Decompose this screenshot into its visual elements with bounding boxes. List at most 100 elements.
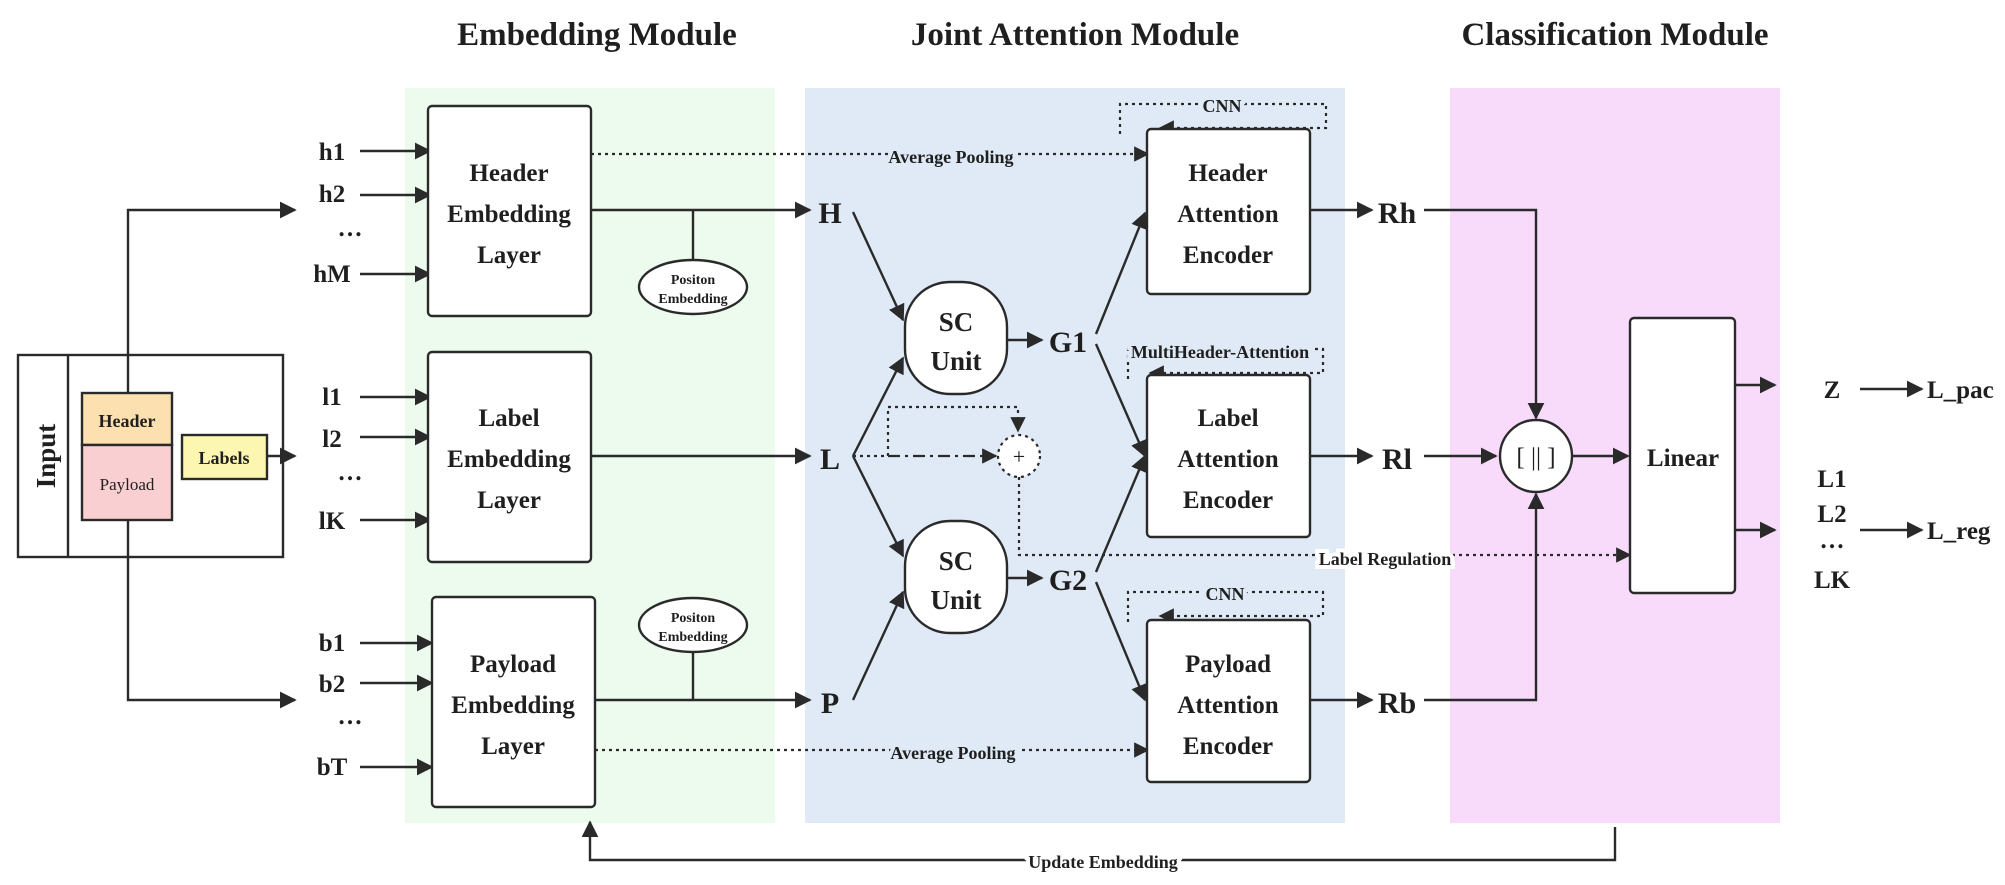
G1-to-header-encoder (1094, 211, 1148, 335)
avg-pool-payload-label: Average Pooling (890, 743, 1015, 763)
header-encoder-line3: Encoder (1183, 242, 1273, 269)
linear-layer: Linear (1628, 316, 1737, 595)
label-embedding-line2: Embedding (447, 446, 571, 473)
payload-encoder-line2: Attention (1177, 692, 1278, 719)
position-embedding-top-line1: Positon (671, 273, 716, 288)
seq-lK: lK (319, 508, 346, 535)
linear-label: Linear (1647, 445, 1719, 472)
cnn-top-label: CNN (1203, 96, 1242, 116)
node-P: P (821, 687, 839, 720)
label-embedding-layer: Label Embedding Layer (426, 350, 593, 564)
label-encoder-line2: Attention (1177, 446, 1278, 473)
P-to-sc-bottom (851, 590, 905, 701)
node-Rl: Rl (1382, 443, 1412, 476)
payload-embedding-line1: Payload (470, 651, 556, 678)
concat-label: [ || ] (1516, 444, 1555, 471)
seq-b-ellipsis: … (338, 703, 363, 730)
sc-unit-top: SC Unit (903, 280, 1009, 396)
header-sequence: h1 h2 … hM (313, 139, 432, 288)
joint-attention-module-title: Joint Attention Module (911, 17, 1239, 53)
classification-module-title: Classification Module (1461, 17, 1768, 53)
seq-bT: bT (317, 754, 348, 781)
Rb-to-concat (1424, 492, 1545, 702)
label-output-LK: LK (1814, 567, 1851, 594)
label-regulation-line (1017, 477, 1632, 563)
loss-pac: L_pac (1927, 377, 1994, 404)
update-embedding-line (581, 820, 1617, 862)
seq-h2: h2 (319, 181, 345, 208)
label-output-ellipsis: … (1820, 527, 1845, 554)
G1-to-label-encoder (1094, 343, 1147, 458)
header-embedding-line2: Embedding (447, 201, 571, 228)
node-G1: G1 (1049, 326, 1087, 359)
Rh-to-concat (1424, 208, 1545, 420)
position-embedding-bottom: Positon Embedding (637, 596, 749, 700)
seq-h-ellipsis: … (338, 215, 363, 242)
plus-symbol: + (1013, 444, 1025, 469)
update-embedding-label: Update Embedding (1028, 852, 1178, 872)
payload-field-label: Payload (100, 475, 155, 494)
H-to-sc-top (851, 211, 905, 322)
G2-to-label-encoder (1094, 454, 1147, 573)
label-regulation-label: Label Regulation (1319, 549, 1452, 569)
node-L: L (820, 443, 840, 476)
plus-node (996, 433, 1042, 479)
cnn-bottom-label: CNN (1206, 584, 1245, 604)
header-encoder-line1: Header (1188, 160, 1267, 187)
cnn-bottom-bracket: CNN (1126, 580, 1325, 624)
labels-field (180, 433, 269, 481)
labels-field-label: Labels (198, 448, 249, 468)
input-title: Input (31, 424, 61, 489)
G2-to-payload-encoder (1094, 581, 1147, 702)
node-H: H (818, 197, 841, 230)
position-embedding-top-line2: Embedding (658, 292, 727, 307)
position-embedding-bottom-line2: Embedding (658, 630, 727, 645)
payload-encoder-line1: Payload (1185, 651, 1271, 678)
node-Z: Z (1824, 377, 1841, 404)
payload-embedding-line2: Embedding (451, 692, 575, 719)
payload-attention-encoder: Payload Attention Encoder (1145, 618, 1312, 784)
position-embedding-top: Positon Embedding (637, 210, 749, 316)
seq-l2: l2 (322, 426, 341, 453)
payload-sequence: b1 b2 … bT (317, 630, 434, 781)
embedding-module-title: Embedding Module (457, 17, 737, 53)
input-block: Input Header Payload Labels (16, 353, 285, 559)
L-to-sc-top (851, 356, 905, 457)
seq-h1: h1 (319, 139, 345, 166)
L-to-sc-bottom (851, 455, 905, 558)
seq-hM: hM (313, 261, 351, 288)
label-encoder-line1: Label (1197, 405, 1258, 432)
label-embedding-line3: Layer (477, 487, 541, 514)
seq-b1: b1 (319, 630, 345, 657)
sc-unit-bottom-line2: Unit (930, 585, 981, 615)
node-G2: G2 (1049, 564, 1087, 597)
multihead-bracket: MultiHeader-Attention (1127, 338, 1325, 381)
avg-pool-header-label: Average Pooling (888, 147, 1013, 167)
label-output-L2: L2 (1817, 501, 1846, 528)
position-embedding-bottom-line1: Positon (671, 611, 716, 626)
seq-l1: l1 (322, 384, 341, 411)
node-Rb: Rb (1378, 687, 1416, 720)
input-to-payload-arrow (126, 520, 297, 709)
payload-embedding-line3: Layer (481, 733, 545, 760)
label-encoder-line3: Encoder (1183, 487, 1273, 514)
label-output-L1: L1 (1817, 466, 1846, 493)
payload-encoder-line3: Encoder (1183, 733, 1273, 760)
header-encoder-line2: Attention (1177, 201, 1278, 228)
sc-unit-bottom-line1: SC (939, 546, 974, 576)
header-embedding-line3: Layer (477, 242, 541, 269)
loss-reg: L_reg (1927, 518, 1991, 545)
header-attention-encoder: Header Attention Encoder (1145, 127, 1312, 296)
label-embedding-line1: Label (478, 405, 539, 432)
header-embedding-line1: Header (469, 160, 548, 187)
header-field-label: Header (99, 411, 156, 431)
sc-unit-top-line2: Unit (930, 346, 981, 376)
sc-unit-bottom: SC Unit (903, 519, 1009, 635)
seq-b2: b2 (319, 671, 345, 698)
input-to-header-arrow (126, 201, 297, 393)
sc-unit-top-line1: SC (939, 307, 974, 337)
multihead-label: MultiHeader-Attention (1131, 342, 1309, 362)
seq-l-ellipsis: … (338, 459, 363, 486)
header-embedding-layer: Header Embedding Layer (426, 104, 593, 318)
